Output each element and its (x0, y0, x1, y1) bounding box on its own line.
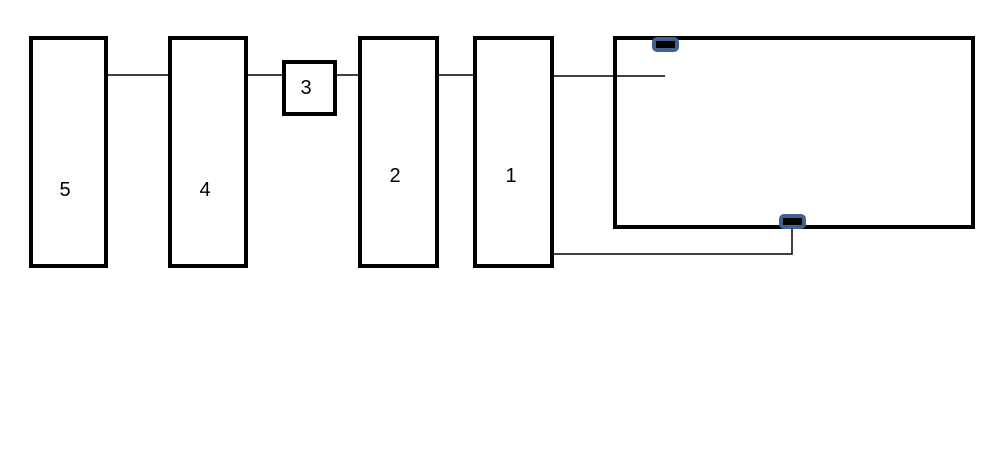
block-1-label: 1 (505, 165, 516, 187)
block-1 (473, 36, 554, 268)
connector-bottom (779, 214, 806, 229)
block-3 (282, 60, 337, 116)
block-4 (168, 36, 248, 268)
large-enclosure (613, 36, 975, 229)
block-2 (358, 36, 439, 268)
block-4-label: 4 (199, 179, 210, 201)
block-2-label: 2 (389, 165, 400, 187)
block-5 (29, 36, 108, 268)
block-3-label: 3 (300, 77, 311, 99)
block-5-label: 5 (59, 179, 70, 201)
wire-1-bottom-connector (552, 222, 793, 255)
connector-top (652, 37, 679, 52)
